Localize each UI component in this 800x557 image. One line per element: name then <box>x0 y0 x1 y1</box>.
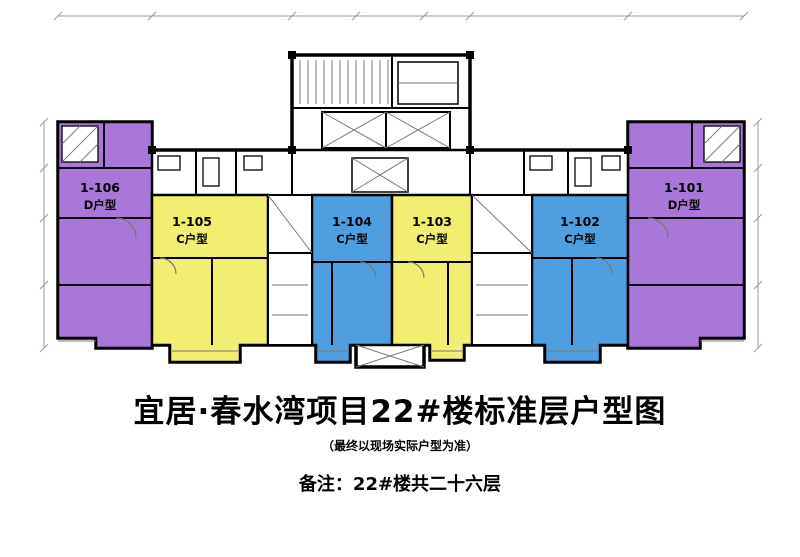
plan-note: 备注：22#楼共二十六层 <box>298 474 502 495</box>
unit-1-105-id-label: 1-105 <box>172 214 212 229</box>
unit-region-1-106 <box>56 120 154 350</box>
entrance-porch <box>355 344 425 368</box>
unit-labels: 1-106 D户型 1-105 C户型 1-104 C户型 1-103 C户型 … <box>80 180 704 246</box>
interior-walls <box>58 122 744 345</box>
core-stairwell <box>292 55 470 368</box>
unit-1-101-type-label: D户型 <box>668 198 701 212</box>
stair-flight-hatch <box>299 60 389 104</box>
unit-1-106-type-label: D户型 <box>84 198 117 212</box>
unit-1-102-id-label: 1-102 <box>560 214 600 229</box>
unit-1-101-id-label: 1-101 <box>664 180 704 195</box>
plan-subtitle: （最终以现场实际户型为准） <box>321 439 478 453</box>
elevator-shafts <box>321 111 451 149</box>
balcony-rails <box>58 340 744 352</box>
unit-1-102-type-label: C户型 <box>564 232 596 246</box>
title-block: 宜居·春水湾项目22#楼标准层户型图 （最终以现场实际户型为准） 备注：22#楼… <box>0 386 800 496</box>
unit-1-106-id-label: 1-106 <box>80 180 120 195</box>
unit-1-103-type-label: C户型 <box>416 232 448 246</box>
unit-1-103-id-label: 1-103 <box>412 214 452 229</box>
unit-region-1-101 <box>626 120 746 350</box>
unit-1-105-type-label: C户型 <box>176 232 208 246</box>
unit-regions <box>56 120 746 364</box>
unit-1-104-type-label: C户型 <box>336 232 368 246</box>
stair-columns <box>267 194 533 346</box>
structural-columns <box>148 51 632 154</box>
lobby-shaft <box>351 157 409 193</box>
unit-1-104-id-label: 1-104 <box>332 214 372 229</box>
dimension-lines <box>39 11 763 353</box>
plan-title: 宜居·春水湾项目22#楼标准层户型图 <box>133 394 667 430</box>
floor-plan-drawing: 1-106 D户型 1-105 C户型 1-104 C户型 1-103 C户型 … <box>39 11 763 369</box>
fixtures <box>61 125 741 187</box>
door-arcs <box>115 217 669 279</box>
